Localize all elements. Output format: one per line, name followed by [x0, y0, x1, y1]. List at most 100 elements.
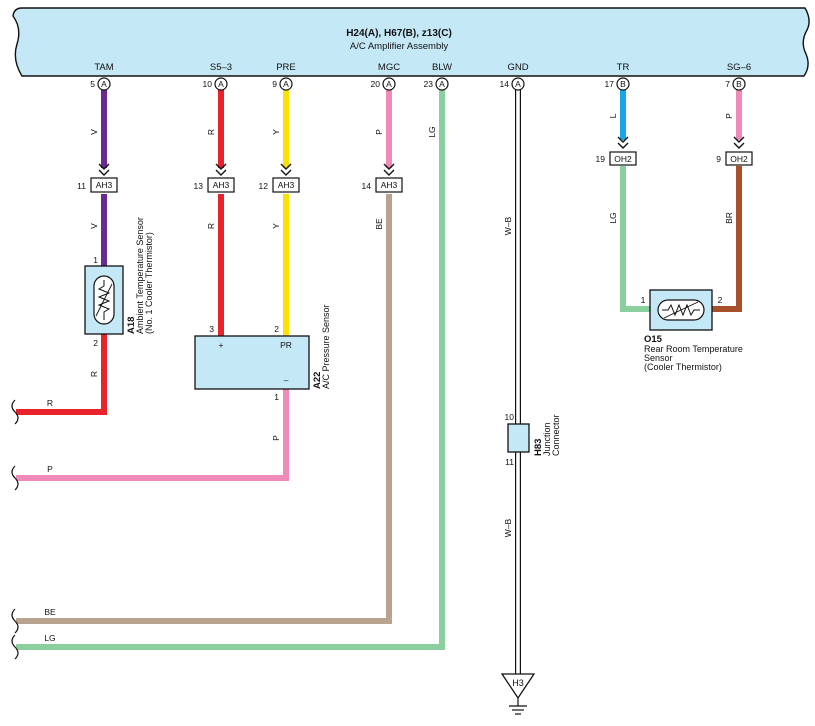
connector-ah3-mgc: AH3 14 — [362, 163, 403, 193]
svg-text:9: 9 — [716, 154, 721, 164]
wire-blw — [16, 90, 445, 650]
wire-label-s53-upper: R — [206, 129, 216, 135]
svg-text:OH2: OH2 — [614, 154, 632, 164]
wire-label-tr-lower: LG — [608, 212, 618, 223]
wire-label-tr-upper: L — [608, 113, 618, 118]
svg-text:A: A — [515, 79, 521, 89]
svg-text:20: 20 — [371, 79, 381, 89]
svg-text:17: 17 — [605, 79, 615, 89]
svg-text:A: A — [439, 79, 445, 89]
wire-label-tam-upper: V — [89, 129, 99, 135]
svg-text:A: A — [283, 79, 289, 89]
amplifier-ids: H24(A), H67(B), z13(C) — [346, 28, 452, 39]
wire-tam-bottom — [16, 334, 107, 415]
amplifier-name: A/C Amplifier Assembly — [350, 41, 448, 52]
a22-plus: + — [219, 340, 224, 350]
o15-line2: Sensor — [644, 353, 673, 363]
amp-pin-tam: 5 A — [90, 77, 111, 91]
amp-pin-pre: 9 A — [272, 77, 293, 91]
wire-label-left-p: P — [47, 464, 53, 474]
o15-pin-right: 2 — [718, 295, 723, 305]
wire-break-lg — [11, 634, 19, 660]
wire-label-gnd-lower: W–B — [503, 518, 513, 537]
svg-text:AH3: AH3 — [213, 180, 230, 190]
svg-text:7: 7 — [725, 79, 730, 89]
svg-text:14: 14 — [500, 79, 510, 89]
amp-pin-tr: 17 B — [605, 77, 630, 91]
amp-pin-s53: 10 A — [203, 77, 228, 91]
ground-h3: H3 — [500, 673, 536, 715]
wire-sg6-lower — [712, 166, 742, 312]
svg-text:5: 5 — [90, 79, 95, 89]
ground-label: H3 — [512, 678, 524, 688]
h83-pin-bottom: 11 — [505, 457, 514, 467]
wire-tr-lower — [620, 166, 650, 312]
connector-ah3-s53: AH3 13 — [194, 163, 235, 193]
o15-line1: Rear Room Temperature — [644, 344, 743, 354]
terminal-name-tr: TR — [617, 62, 630, 73]
amplifier-box — [12, 7, 810, 77]
h83-line1: Junction — [542, 422, 552, 456]
wire-label-left-be: BE — [44, 607, 56, 617]
wire-label-mgc-upper: P — [374, 129, 384, 135]
h83-line2: Connector — [551, 414, 561, 456]
svg-text:10: 10 — [203, 79, 213, 89]
svg-text:AH3: AH3 — [381, 180, 398, 190]
svg-text:AH3: AH3 — [278, 180, 295, 190]
svg-text:19: 19 — [596, 154, 606, 164]
a22-pin-minus: 1 — [274, 392, 279, 402]
svg-text:9: 9 — [272, 79, 277, 89]
wire-label-pre-lower: Y — [271, 223, 281, 229]
wire-break-r — [11, 399, 19, 425]
svg-text:23: 23 — [424, 79, 434, 89]
o15-pin-left: 1 — [641, 295, 646, 305]
h83-pin-top: 10 — [505, 412, 515, 422]
amp-pin-mgc: 20 A — [371, 77, 396, 91]
amp-pin-sg6: 7 B — [725, 77, 746, 91]
svg-text:A: A — [218, 79, 224, 89]
a22-line1: A/C Pressure Sensor — [321, 304, 331, 389]
a22-minus: – — [284, 375, 289, 385]
terminal-name-sg6: SG–6 — [727, 62, 751, 73]
a18-pin-top: 1 — [93, 255, 98, 265]
terminal-name-s53: S5–3 — [210, 62, 232, 73]
a18-line2: (No. 1 Cooler Thermistor) — [144, 232, 154, 334]
wire-label-mgc-lower: BE — [374, 218, 384, 230]
wire-label-s53-lower: R — [206, 223, 216, 229]
terminal-name-blw: BLW — [432, 62, 452, 73]
junction-h83: 10 11 H83 Junction Connector — [505, 412, 561, 467]
wire-label-left-r: R — [47, 398, 53, 408]
terminal-name-tam: TAM — [94, 62, 113, 73]
terminal-name-pre: PRE — [276, 62, 296, 73]
svg-text:12: 12 — [259, 181, 269, 191]
wire-label-sg6-lower: BR — [724, 212, 734, 224]
connector-oh2-tr: OH2 19 — [596, 136, 637, 166]
a22-id: A22 — [312, 372, 323, 389]
svg-text:13: 13 — [194, 181, 204, 191]
connector-ah3-tam: AH3 11 — [77, 163, 118, 193]
wire-break-be — [11, 608, 19, 634]
svg-text:AH3: AH3 — [96, 180, 113, 190]
wire-break-p — [11, 465, 19, 491]
a22-pin-pr: 2 — [274, 324, 279, 334]
svg-text:A: A — [101, 79, 107, 89]
svg-text:B: B — [620, 79, 626, 89]
svg-text:11: 11 — [77, 181, 86, 191]
h83-id: H83 — [533, 439, 544, 456]
amp-pin-gnd: 14 A — [500, 77, 525, 91]
a22-pr: PR — [280, 340, 292, 350]
wire-pressure-out — [16, 389, 289, 481]
sensor-a22: + PR – 3 2 1 A22 A/C Pressure Sensor — [194, 304, 331, 402]
a18-pin-bottom: 2 — [93, 338, 98, 348]
svg-text:B: B — [736, 79, 742, 89]
o15-line3: (Cooler Thermistor) — [644, 362, 722, 372]
sensor-o15: 1 2 O15 Rear Room Temperature Sensor (Co… — [641, 289, 743, 372]
wire-label-pre-upper: Y — [271, 129, 281, 135]
amp-pin-blw: 23 A — [424, 77, 449, 91]
wire-label-gnd-upper: W–B — [503, 216, 513, 235]
a22-pin-plus: 3 — [209, 324, 214, 334]
wire-label-left-lg: LG — [44, 633, 55, 643]
connector-ah3-pre: AH3 12 — [259, 163, 300, 193]
wire-label-tam-bottom: R — [89, 371, 99, 377]
